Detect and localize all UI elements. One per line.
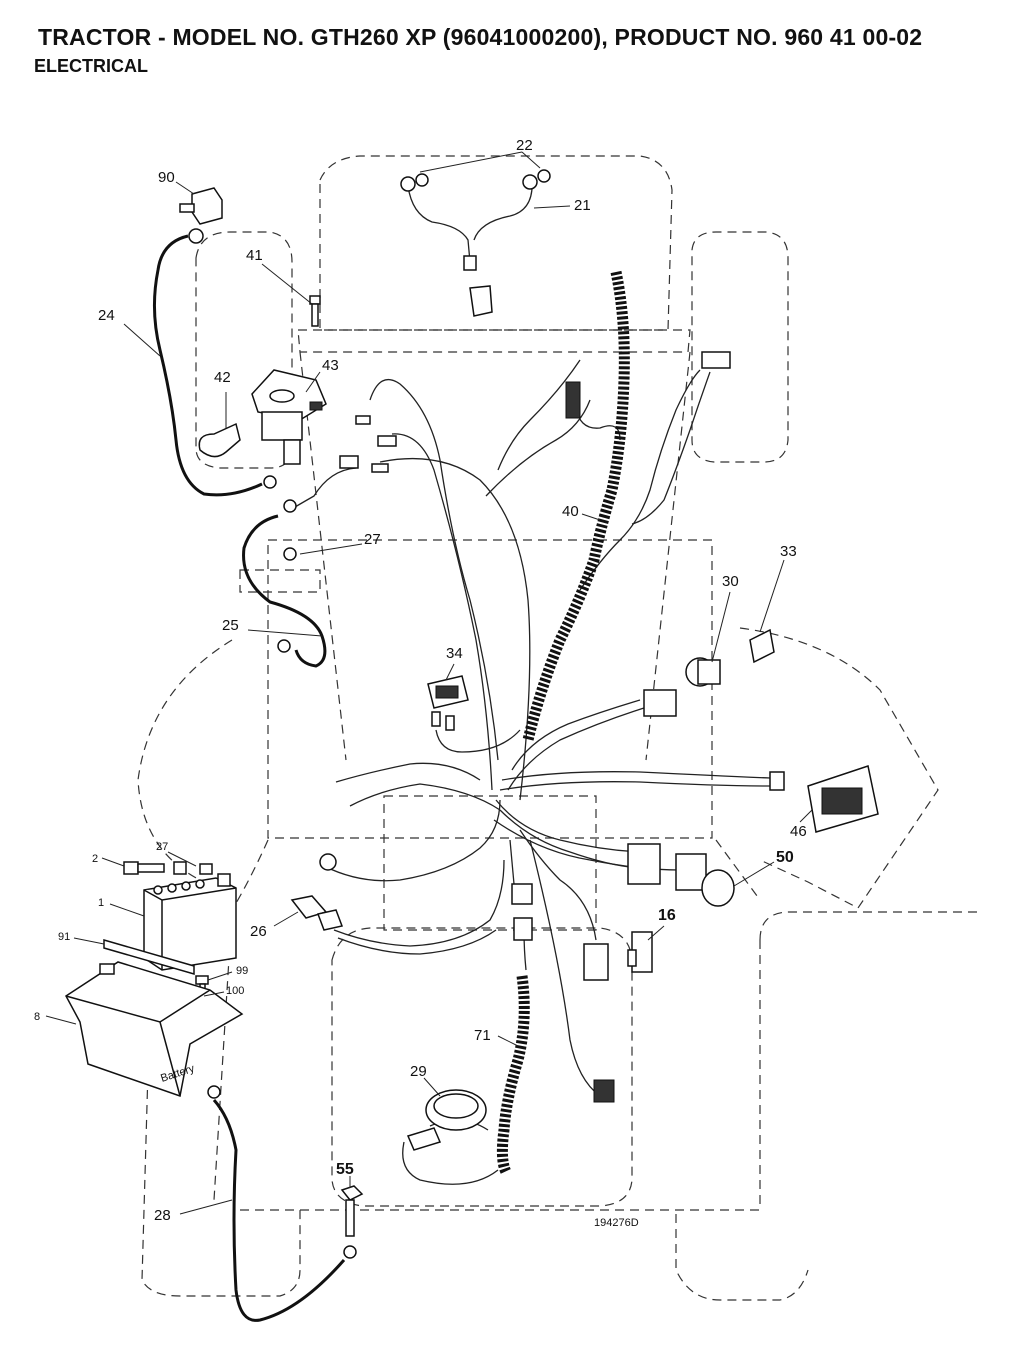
callout-43: 43 [322,357,339,374]
callout-1: 1 [98,897,104,909]
multi-connector [627,843,661,885]
callout-29: 29 [410,1063,427,1080]
terminal-ring [283,499,297,513]
leader-lines [45,151,813,1215]
callout-40: 40 [562,503,579,520]
plug-center [565,381,581,419]
callout-71: 71 [474,1027,491,1044]
ignition-switch-30 [685,657,721,687]
wire-harness [289,179,773,1185]
callout-100: 100 [226,985,244,997]
boot-42 [198,422,241,458]
relay-16 [627,931,653,973]
frame-outlines [137,155,980,1301]
battery-tray-8 [65,961,244,1097]
battery-1 [143,873,237,971]
nut-27 [283,547,297,561]
callout-41: 41 [246,247,263,264]
ignition-plug [643,689,677,717]
callout-91: 91 [58,931,70,943]
callout-34: 34 [446,645,463,662]
fuse-26 [290,895,344,931]
battery-cables [152,234,346,1322]
lamp-connector [463,255,477,271]
components [65,169,879,1259]
callout-30: 30 [722,573,739,590]
callout-55: 55 [336,1161,354,1178]
switch-34 [427,675,469,731]
callout-16: 16 [658,907,676,924]
conduit-40 [522,270,630,742]
callout-42: 42 [214,369,231,386]
bulbs-22 [400,169,551,192]
drawing-number: 194276D [594,1217,639,1229]
callout-46: 46 [790,823,807,840]
callout-22: 22 [516,137,533,154]
callout-50: 50 [776,849,794,866]
battery-nut-27 [173,861,213,875]
callout-26: 26 [250,923,267,940]
callout-labels: 90 22 21 41 24 43 42 40 27 33 30 25 34 4… [34,137,807,1229]
screw-55 [340,1185,364,1237]
callout-27-battery: 27 [156,841,168,853]
plug-lower [583,943,609,981]
callout-21: 21 [574,197,591,214]
key-33 [749,628,775,664]
solenoid-43 [251,369,327,465]
callout-99: 99 [236,965,248,977]
callout-28: 28 [154,1207,171,1224]
callout-90: 90 [158,169,175,186]
lamp-plug [469,285,493,317]
section-title: ELECTRICAL [34,56,148,76]
strap-91 [103,939,195,975]
bolt-41 [309,295,321,327]
hour-meter-46 [769,765,879,833]
callout-25: 25 [222,617,239,634]
callout-33: 33 [780,543,797,560]
connector-right [701,351,731,369]
page-title: TRACTOR - MODEL NO. GTH260 XP (960410002… [38,24,923,50]
callout-27-top: 27 [364,531,381,548]
battery-bolt-2 [123,861,165,875]
terminal-cover-90 [179,187,223,244]
coil-conduits [496,270,630,1175]
screw-99 [195,975,209,985]
callout-2: 2 [92,853,98,865]
conduit-71 [496,975,530,1175]
callout-24: 24 [98,307,115,324]
seat-switch-29 [406,1089,487,1151]
pto-switch-50 [675,853,735,907]
callout-8: 8 [34,1011,40,1023]
